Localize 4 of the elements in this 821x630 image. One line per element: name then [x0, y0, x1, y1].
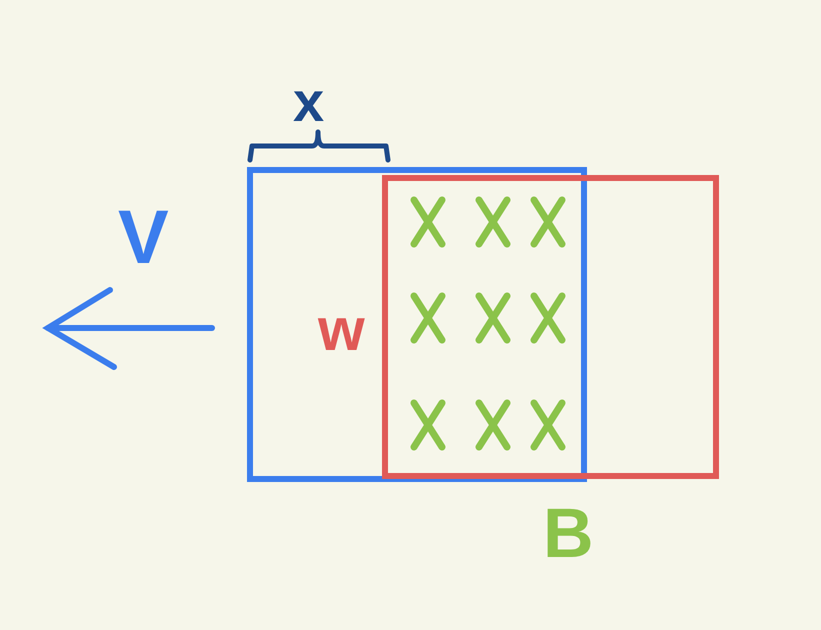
field-label: B	[543, 498, 594, 568]
dimension-label: x	[293, 74, 324, 130]
velocity-label: V	[118, 200, 169, 276]
width-label: w	[318, 300, 365, 360]
